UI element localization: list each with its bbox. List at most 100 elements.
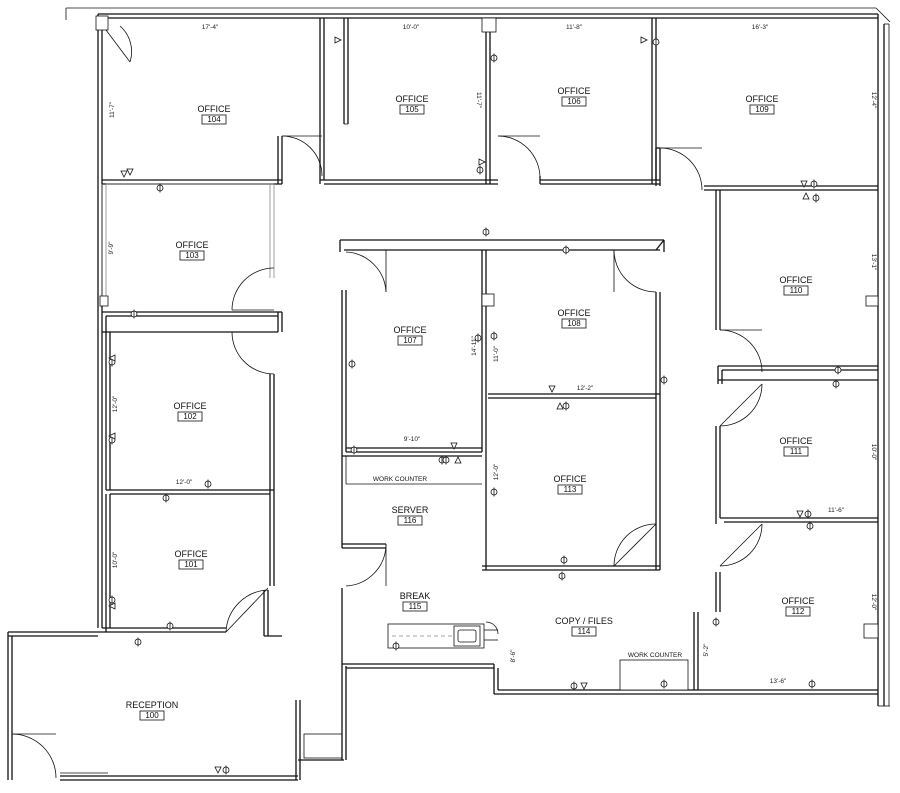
room-110-label: OFFICE <box>780 275 813 285</box>
room-100-label: RECEPTION <box>126 700 179 710</box>
outlet-icon <box>812 193 820 203</box>
room-113-number: 113 <box>564 485 577 494</box>
room-103-label: OFFICE <box>176 240 209 250</box>
room-108-label: OFFICE <box>558 308 591 318</box>
room-109-label: OFFICE <box>746 94 779 104</box>
room-103-number: 103 <box>185 251 199 260</box>
data-port-icon <box>802 192 810 200</box>
room-102-number: 102 <box>183 412 197 421</box>
data-port-icon <box>108 354 116 362</box>
outlet-icon <box>560 555 568 565</box>
room-101-number: 101 <box>184 560 198 569</box>
room-111-label: OFFICE <box>780 436 813 446</box>
outlet-icon <box>162 493 170 503</box>
dim-107-width: 9'-10" <box>404 436 421 443</box>
dim-105-height: 11'-7" <box>475 92 482 109</box>
data-port-icon <box>126 168 134 176</box>
room-106-number: 106 <box>567 97 581 106</box>
data-port-icon <box>478 158 486 166</box>
dim-109-width: 16'-3" <box>752 24 769 31</box>
left-column-walls <box>11 183 283 779</box>
data-port-icon <box>108 432 116 440</box>
outlet-icon <box>570 681 578 691</box>
room-104-number: 104 <box>207 115 221 124</box>
outlet-icon <box>392 641 400 651</box>
outlet-icon <box>490 331 498 341</box>
room-114-label: COPY / FILES <box>555 616 613 626</box>
outlet-icon <box>806 521 814 531</box>
outlet-icon <box>108 595 116 605</box>
dim-113-height: 12'-0" <box>493 463 500 480</box>
outlet-icon <box>810 179 818 189</box>
room-113-label: OFFICE <box>554 474 587 484</box>
room-115-number: 115 <box>409 602 422 611</box>
outlet-icon <box>476 165 484 175</box>
work-counter-label-server: WORK COUNTER <box>373 476 427 483</box>
room-115-label: BREAK <box>400 591 431 601</box>
dim-101-height: 10'-0" <box>112 551 119 568</box>
room-107-label: OFFICE <box>394 325 427 335</box>
outlet-icon <box>442 455 450 465</box>
room-112-label: OFFICE <box>782 596 815 606</box>
right-column-walls <box>693 190 879 690</box>
dim-104-height: 11'-7" <box>109 101 116 118</box>
room-114-number: 114 <box>578 627 591 636</box>
outlet-icon <box>130 309 138 319</box>
outlet-icon <box>156 183 164 193</box>
room-111-number: 111 <box>790 447 803 456</box>
room-116-number: 116 <box>404 516 417 525</box>
outlet-icon <box>834 365 842 375</box>
room-labels: OFFICE 104 OFFICE 105 OFFICE 106 OFFICE … <box>126 86 815 721</box>
data-port-icon <box>214 766 222 774</box>
data-port-icon <box>800 180 808 188</box>
room-106-label: OFFICE <box>558 86 591 96</box>
outlet-icon <box>808 679 816 689</box>
room-109-number: 109 <box>755 105 769 114</box>
center-block-walls <box>339 239 689 691</box>
data-port-icon <box>556 402 564 410</box>
data-port-icon <box>796 510 804 518</box>
dim-112-width: 13'-6" <box>770 678 787 685</box>
room-107-number: 107 <box>403 336 417 345</box>
room-112-number: 112 <box>792 607 805 616</box>
outlet-icon <box>134 637 142 647</box>
data-port-icon <box>580 682 588 690</box>
outlet-icon <box>490 487 498 497</box>
outlet-icon <box>562 401 570 411</box>
outlet-icon <box>482 227 490 237</box>
room-110-number: 110 <box>790 286 803 295</box>
room-116-label: SERVER <box>392 505 429 515</box>
data-port-icon <box>454 456 462 464</box>
room-101-label: OFFICE <box>175 549 208 559</box>
data-port-icon <box>334 36 342 44</box>
work-counter-label-copy: WORK COUNTER <box>628 652 682 659</box>
outlet-icon <box>166 621 174 631</box>
outlet-icon <box>832 379 840 389</box>
dim-108-height: 11'-0" <box>493 345 500 362</box>
dim-114-height: 8'-6" <box>510 649 517 663</box>
outlet-icon <box>222 765 230 775</box>
room-105-label: OFFICE <box>396 94 429 104</box>
dim-104-width: 17'-4" <box>202 24 219 31</box>
dim-103-height: 9'-9" <box>108 241 115 255</box>
data-port-icon <box>120 170 128 178</box>
dim-105-width: 10'-0" <box>403 24 420 31</box>
data-port-icon <box>548 385 556 393</box>
top-row-walls <box>95 15 878 191</box>
dim-109-height: 12'-4" <box>870 92 877 109</box>
outlet-icon <box>660 679 668 689</box>
room-100-number: 100 <box>145 711 159 720</box>
outlet-icon <box>660 375 668 385</box>
outlet-icon <box>804 509 812 519</box>
dim-111-width: 11'-6" <box>828 507 845 514</box>
outlet-icon <box>348 359 356 369</box>
room-104-label: OFFICE <box>198 104 231 114</box>
dim-107-height: 14'-11" <box>471 335 478 355</box>
outlet-icon <box>562 245 570 255</box>
dimension-labels: 17'-4" 11'-7" 10'-0" 11'-7" 11'-8" 16'-3… <box>108 24 877 685</box>
room-108-number: 108 <box>567 319 581 328</box>
outlet-icon <box>474 333 482 343</box>
outlet-icon <box>350 445 358 455</box>
dim-111-height: 10'-0" <box>870 444 877 461</box>
